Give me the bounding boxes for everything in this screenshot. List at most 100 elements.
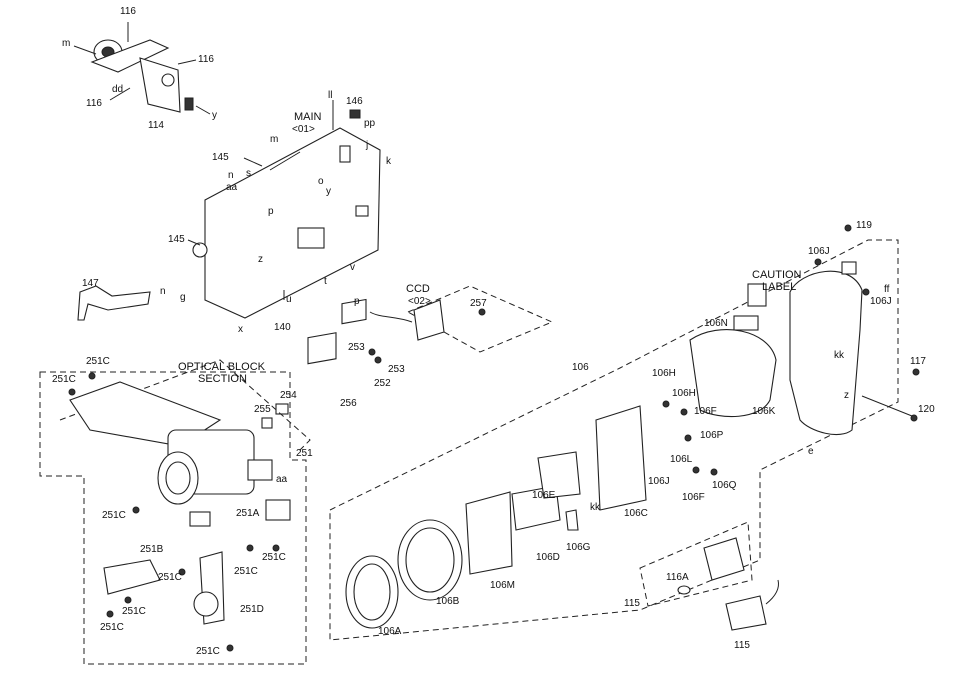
board-chip — [297, 227, 325, 249]
part-106A-inner — [353, 563, 391, 621]
lamp-dashed-area — [639, 521, 753, 607]
label-106J2: 106J — [808, 246, 830, 257]
label-o: o — [318, 176, 324, 187]
label-106F2: 106F — [682, 492, 705, 503]
part-147-bracket — [77, 285, 151, 321]
label-e: e — [808, 446, 814, 457]
label-kk2: kk — [834, 350, 845, 361]
label-k: k — [386, 156, 392, 167]
screw-106H1 — [662, 400, 670, 408]
label-aa1: aa — [226, 182, 238, 193]
optical-block-group — [68, 372, 291, 652]
screw-251Ci — [106, 610, 114, 618]
label-257: 257 — [470, 298, 487, 309]
label-251Cb: 251C — [52, 374, 76, 385]
label-116A: 116A — [666, 572, 689, 583]
label-m1: m — [62, 38, 70, 49]
ccd-flex-cable — [369, 311, 413, 323]
screw-251Cd — [246, 544, 254, 552]
label-106L: 106L — [670, 454, 693, 465]
label-ccd-02: <02> — [408, 296, 431, 307]
label-p2: p — [354, 296, 360, 307]
part-251D-motor — [193, 591, 219, 617]
screw-106P — [684, 434, 692, 442]
part-256 — [307, 332, 337, 365]
part-115-upper — [703, 537, 745, 581]
label-114: 114 — [148, 120, 164, 131]
label-251A: 251A — [236, 508, 260, 519]
label-106B: 106B — [436, 596, 460, 607]
leader-m — [73, 45, 97, 55]
label-z1: z — [258, 254, 263, 265]
part-106B-inner — [405, 527, 455, 593]
main-board-group — [187, 100, 381, 319]
label-116a: 116 — [120, 6, 136, 17]
label-106G: 106G — [566, 542, 591, 553]
label-x: x — [238, 324, 243, 335]
part-251A — [265, 499, 291, 521]
screw-119 — [844, 224, 852, 232]
label-106J3: 106J — [870, 296, 892, 307]
label-251Ci: 251C — [100, 622, 124, 633]
label-119: 119 — [856, 220, 872, 231]
part-251B — [103, 559, 161, 595]
lamp-group — [677, 537, 779, 631]
label-optical-block: OPTICAL BLOCK — [178, 361, 266, 373]
label-label: LABEL — [762, 281, 796, 293]
ccd-group — [369, 285, 554, 353]
part-106G — [565, 509, 579, 531]
screw-117 — [912, 368, 920, 376]
leader-116b — [177, 59, 197, 65]
label-117: 117 — [910, 356, 926, 367]
label-251Ce: 251C — [262, 552, 286, 563]
label-v: v — [350, 262, 355, 273]
part-146 — [349, 109, 361, 119]
screw-106Q — [710, 468, 718, 476]
label-s: s — [246, 168, 251, 179]
part-106M — [465, 491, 513, 575]
label-253a: 253 — [348, 342, 365, 353]
label-y1: y — [212, 110, 217, 121]
rear-housing — [789, 270, 863, 435]
part-115-lower — [725, 595, 767, 631]
label-106C: 106C — [624, 508, 648, 519]
label-106K: 106K — [752, 406, 776, 417]
screw-106H2 — [680, 408, 688, 416]
label-145a: 145 — [212, 152, 229, 163]
label-n1: n — [228, 170, 234, 181]
screw-120 — [910, 414, 918, 422]
part-106N — [733, 315, 759, 331]
label-t: t — [324, 276, 327, 287]
gear-ring — [161, 73, 175, 87]
label-106D: 106D — [536, 552, 560, 563]
label-106F1: 106F — [694, 406, 717, 417]
part-106E — [537, 451, 581, 499]
caution-label — [747, 283, 767, 307]
label-pp: pp — [364, 118, 376, 129]
screw-257 — [478, 308, 486, 316]
screw-251Cf — [178, 568, 186, 576]
labels-group: 116 116 116 114 m dd y MAIN <01> 146 pp … — [52, 6, 935, 657]
label-256: 256 — [340, 398, 357, 409]
label-106H2: 106H — [672, 388, 696, 399]
label-106A: 106A — [378, 626, 402, 637]
label-116b: 116 — [198, 54, 214, 65]
screw-106F2 — [692, 466, 700, 474]
screw-253a — [368, 348, 376, 356]
front-assembly-outline — [329, 239, 899, 641]
label-145b: 145 — [168, 234, 185, 245]
label-146: 146 — [346, 96, 363, 107]
housing-clip — [841, 261, 857, 275]
label-251: 251 — [296, 448, 313, 459]
part-114-body — [139, 57, 181, 113]
label-106: 106 — [572, 362, 589, 373]
board-edge-detail — [269, 151, 301, 171]
lens-side-block — [247, 459, 273, 481]
ccd-dashed-area — [406, 285, 554, 353]
label-caution: CAUTION — [752, 269, 802, 281]
leader-120 — [861, 395, 913, 417]
label-251Cf: 251C — [158, 572, 182, 583]
front-assembly-group — [345, 315, 777, 629]
